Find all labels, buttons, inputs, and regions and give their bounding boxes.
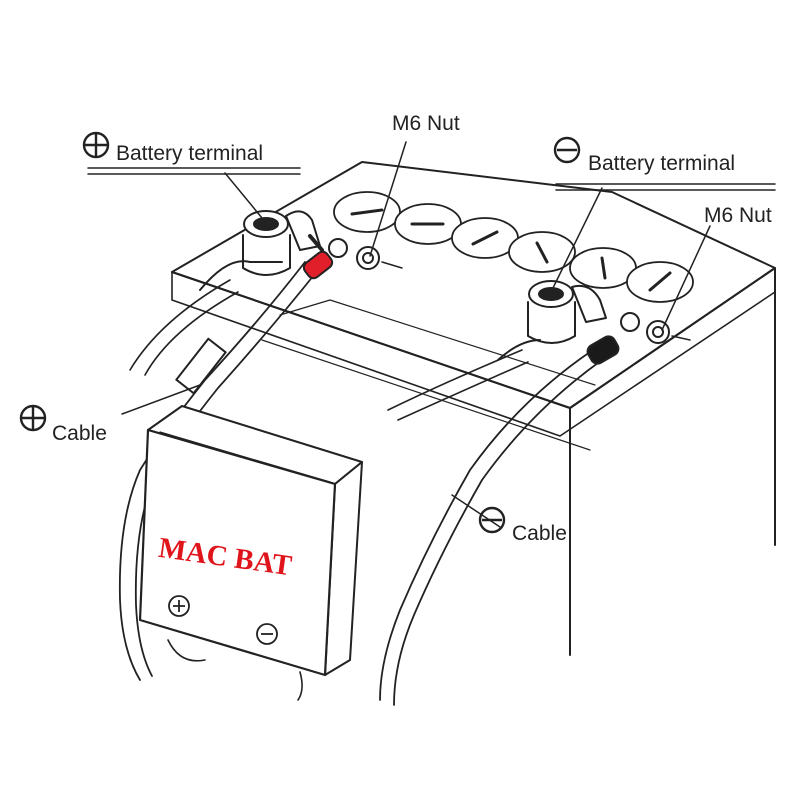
positive-terminal — [199, 210, 324, 291]
cell-caps — [333, 191, 694, 303]
positive-red-boot — [302, 250, 334, 280]
negative-terminal — [497, 280, 607, 361]
left-washer — [328, 238, 348, 258]
right-washer — [620, 312, 640, 332]
positive-terminal-label: Battery terminal — [116, 142, 263, 165]
negative-black-boot — [586, 335, 620, 365]
right-m6-nut — [646, 320, 670, 344]
left-m6-nut — [356, 246, 380, 270]
battery-body — [171, 161, 776, 656]
positive-cable-label: Cable — [52, 422, 107, 445]
neg-cable-minus-icon — [478, 506, 506, 534]
negative-cable — [379, 351, 603, 706]
negative-terminal-label: Battery terminal — [588, 152, 735, 175]
charger-minus-icon — [256, 623, 278, 645]
vehicle-cables — [129, 279, 529, 421]
positive-cable — [118, 261, 319, 681]
leader-lines — [87, 141, 776, 528]
negative-cable-label: Cable — [512, 522, 567, 545]
pos-cable-plus-icon — [19, 404, 47, 432]
charger-plus-icon — [168, 595, 190, 617]
charger-box — [138, 405, 363, 701]
pos-terminal-plus-icon — [82, 131, 110, 159]
m6-nut-left-label: M6 Nut — [392, 112, 460, 135]
neg-terminal-minus-icon — [553, 136, 581, 164]
m6-nut-right-label: M6 Nut — [704, 204, 772, 227]
